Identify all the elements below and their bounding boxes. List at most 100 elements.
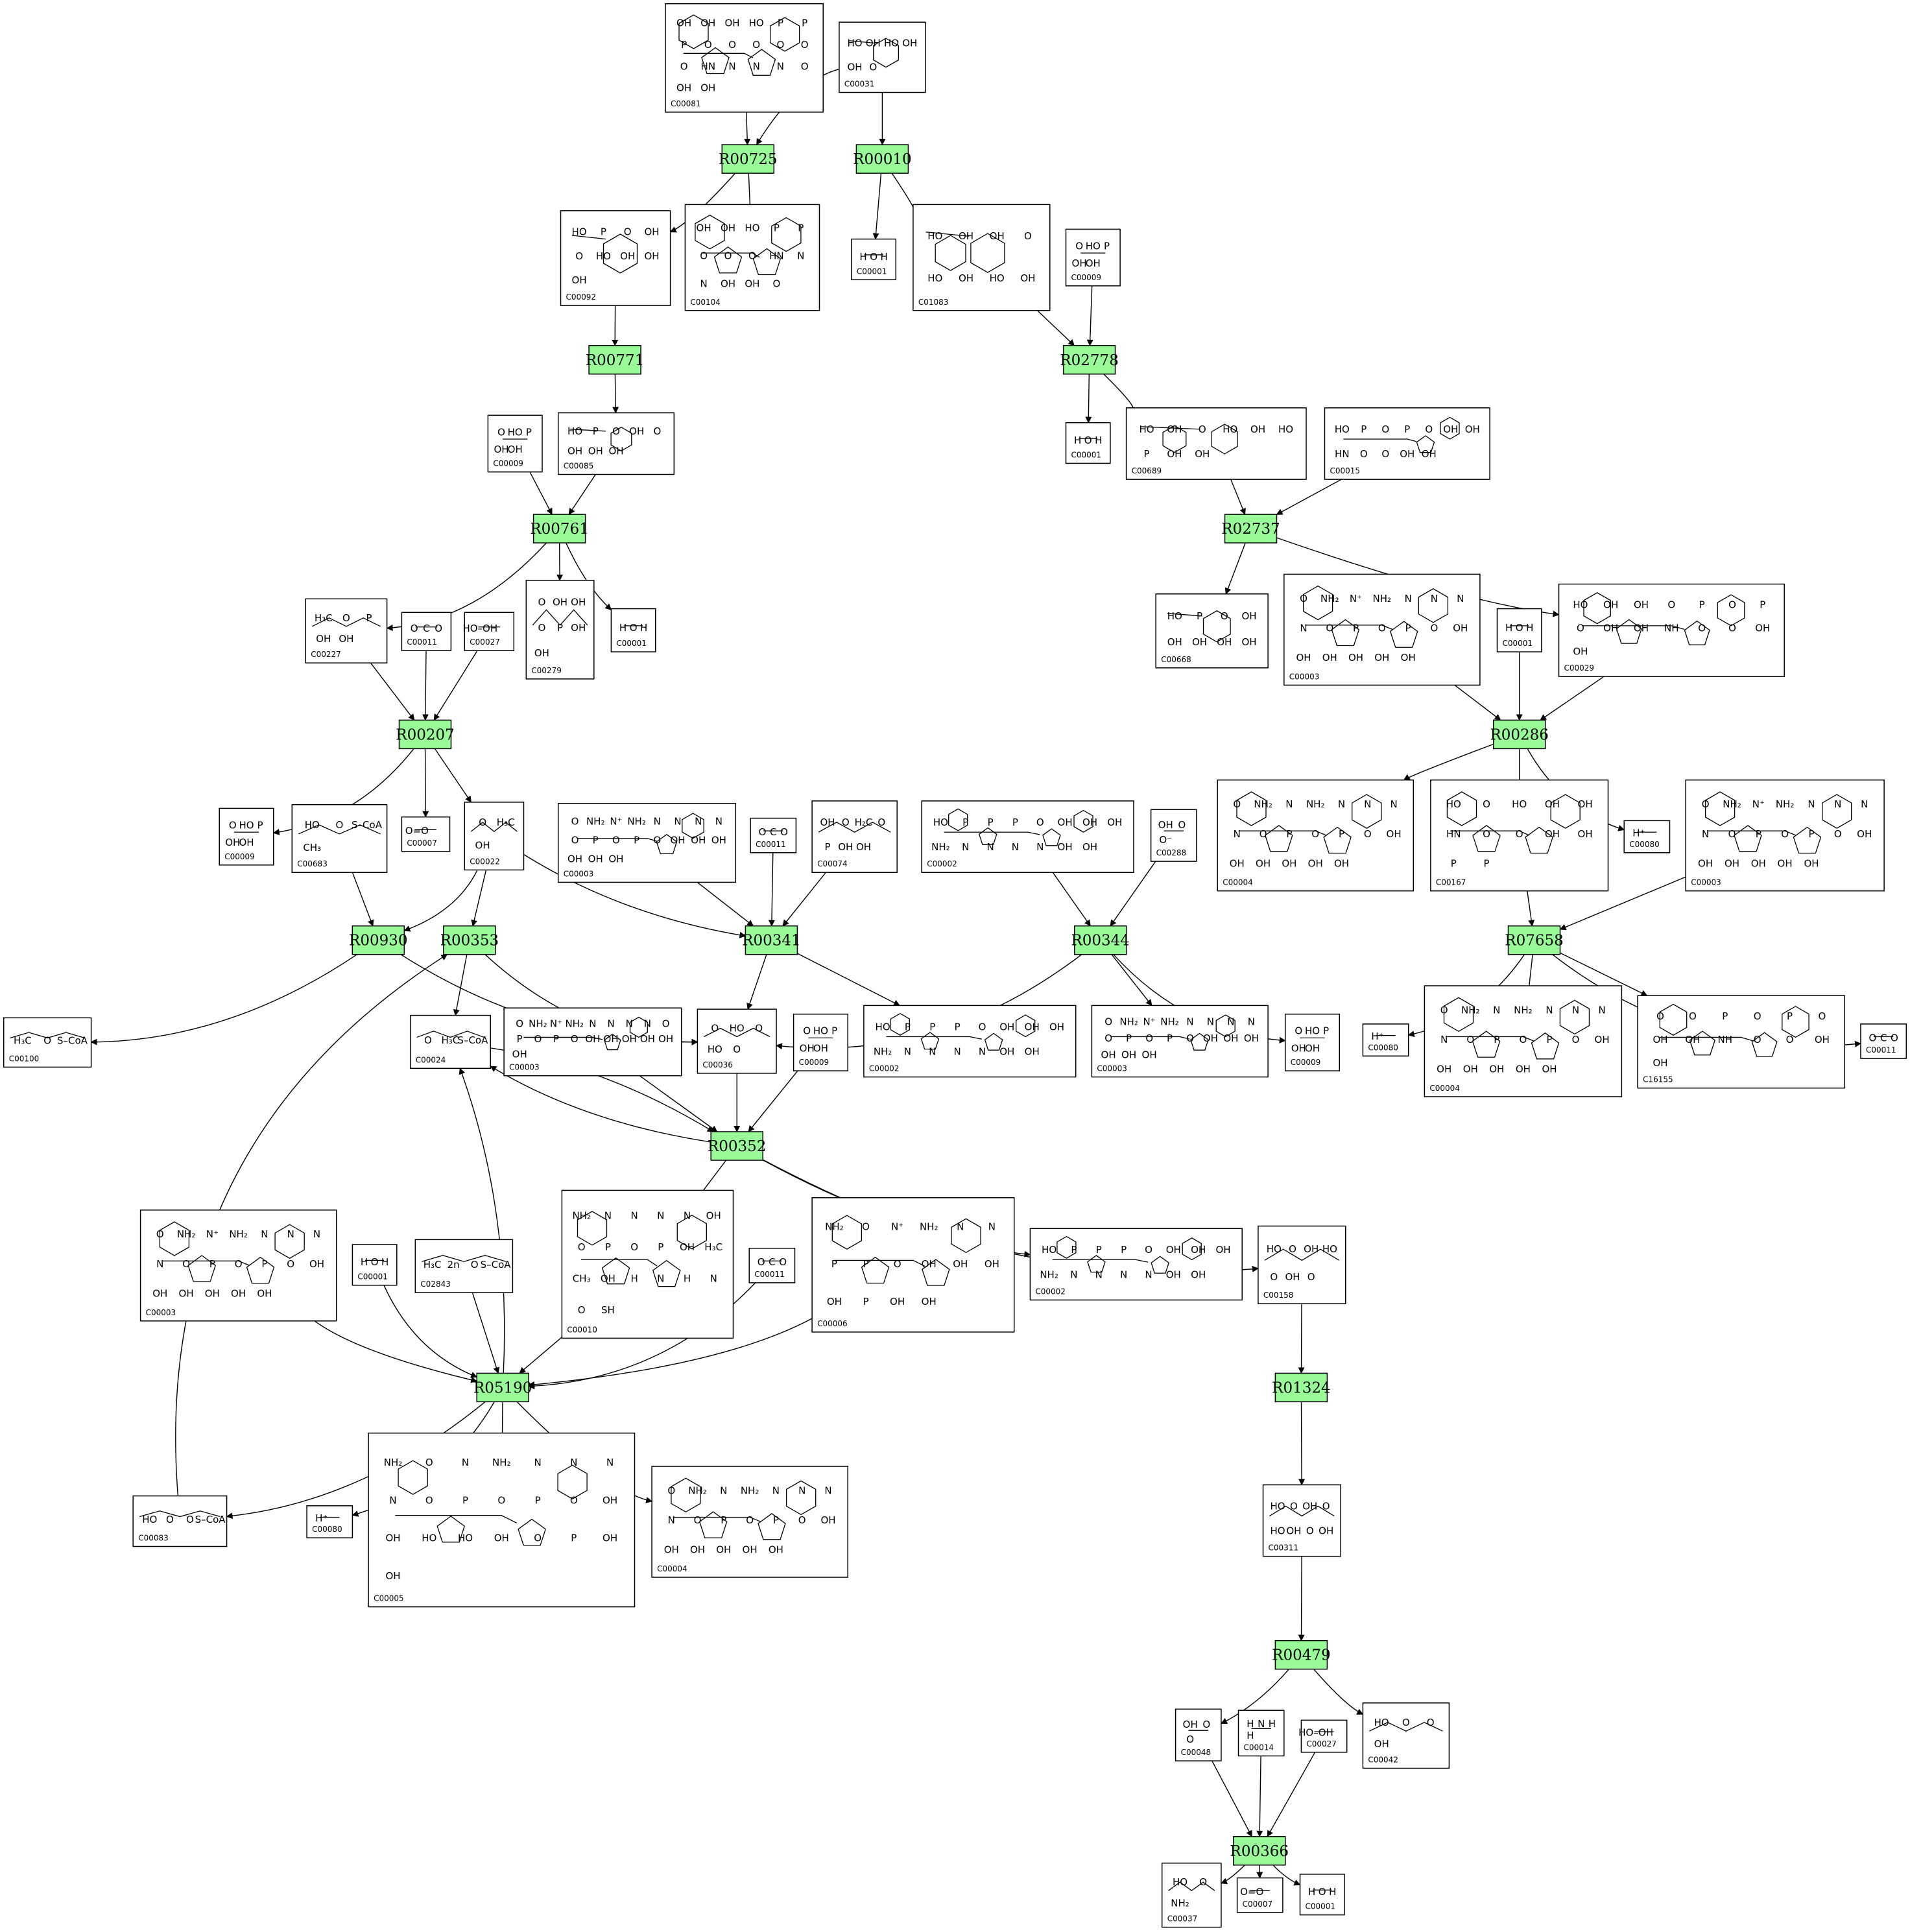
reaction-node[interactable]: R00344 (1071, 925, 1130, 955)
atom-label: H₃C (442, 1034, 460, 1046)
reaction-node[interactable]: R00725 (719, 144, 778, 174)
atom-label: N (777, 60, 784, 72)
atom-label: N (1120, 1269, 1127, 1280)
reaction-node[interactable]: R00341 (742, 925, 801, 955)
compound-box (793, 1013, 848, 1071)
atom-label: NH₂ (1461, 1004, 1480, 1016)
atom-label: P (634, 835, 639, 846)
compound-id: C00227 (311, 650, 341, 659)
reaction-node[interactable]: R00352 (708, 1131, 766, 1161)
compound-node[interactable]: H⁺C00080 (1623, 820, 1671, 853)
reaction-node[interactable]: R00010 (853, 144, 912, 174)
reaction-node[interactable]: R07658 (1505, 925, 1564, 955)
ring-bond (1151, 1256, 1169, 1274)
reaction-node[interactable]: R00930 (349, 925, 408, 955)
reaction-node[interactable]: R01324 (1272, 1372, 1331, 1403)
reaction-node[interactable]: R02778 (1060, 345, 1119, 375)
reaction-node[interactable]: R00286 (1490, 719, 1549, 750)
reaction-node[interactable]: R00761 (530, 514, 589, 543)
reaction-node[interactable]: R00207 (396, 719, 455, 750)
compound-node[interactable]: H⁺C00080 (1362, 1023, 1409, 1057)
atom-label: O (667, 1485, 675, 1496)
atom-label: O (700, 250, 708, 261)
reaction-node[interactable]: R00479 (1272, 1640, 1331, 1670)
reaction-node[interactable]: R02737 (1221, 514, 1280, 543)
atom-label: H₃C (315, 612, 333, 624)
reaction-node[interactable]: R05190 (473, 1372, 532, 1403)
reaction-edge (1525, 954, 1533, 992)
compound-node[interactable]: H⁺C00080 (306, 1505, 353, 1538)
reaction-node[interactable]: R00771 (586, 345, 644, 375)
reaction-node[interactable]: R00366 (1230, 1836, 1289, 1866)
atom-label: HO (1173, 1876, 1188, 1888)
atom-label: O (411, 623, 418, 634)
reaction-node[interactable]: R00353 (440, 925, 499, 955)
ring-bond (1751, 1032, 1778, 1057)
